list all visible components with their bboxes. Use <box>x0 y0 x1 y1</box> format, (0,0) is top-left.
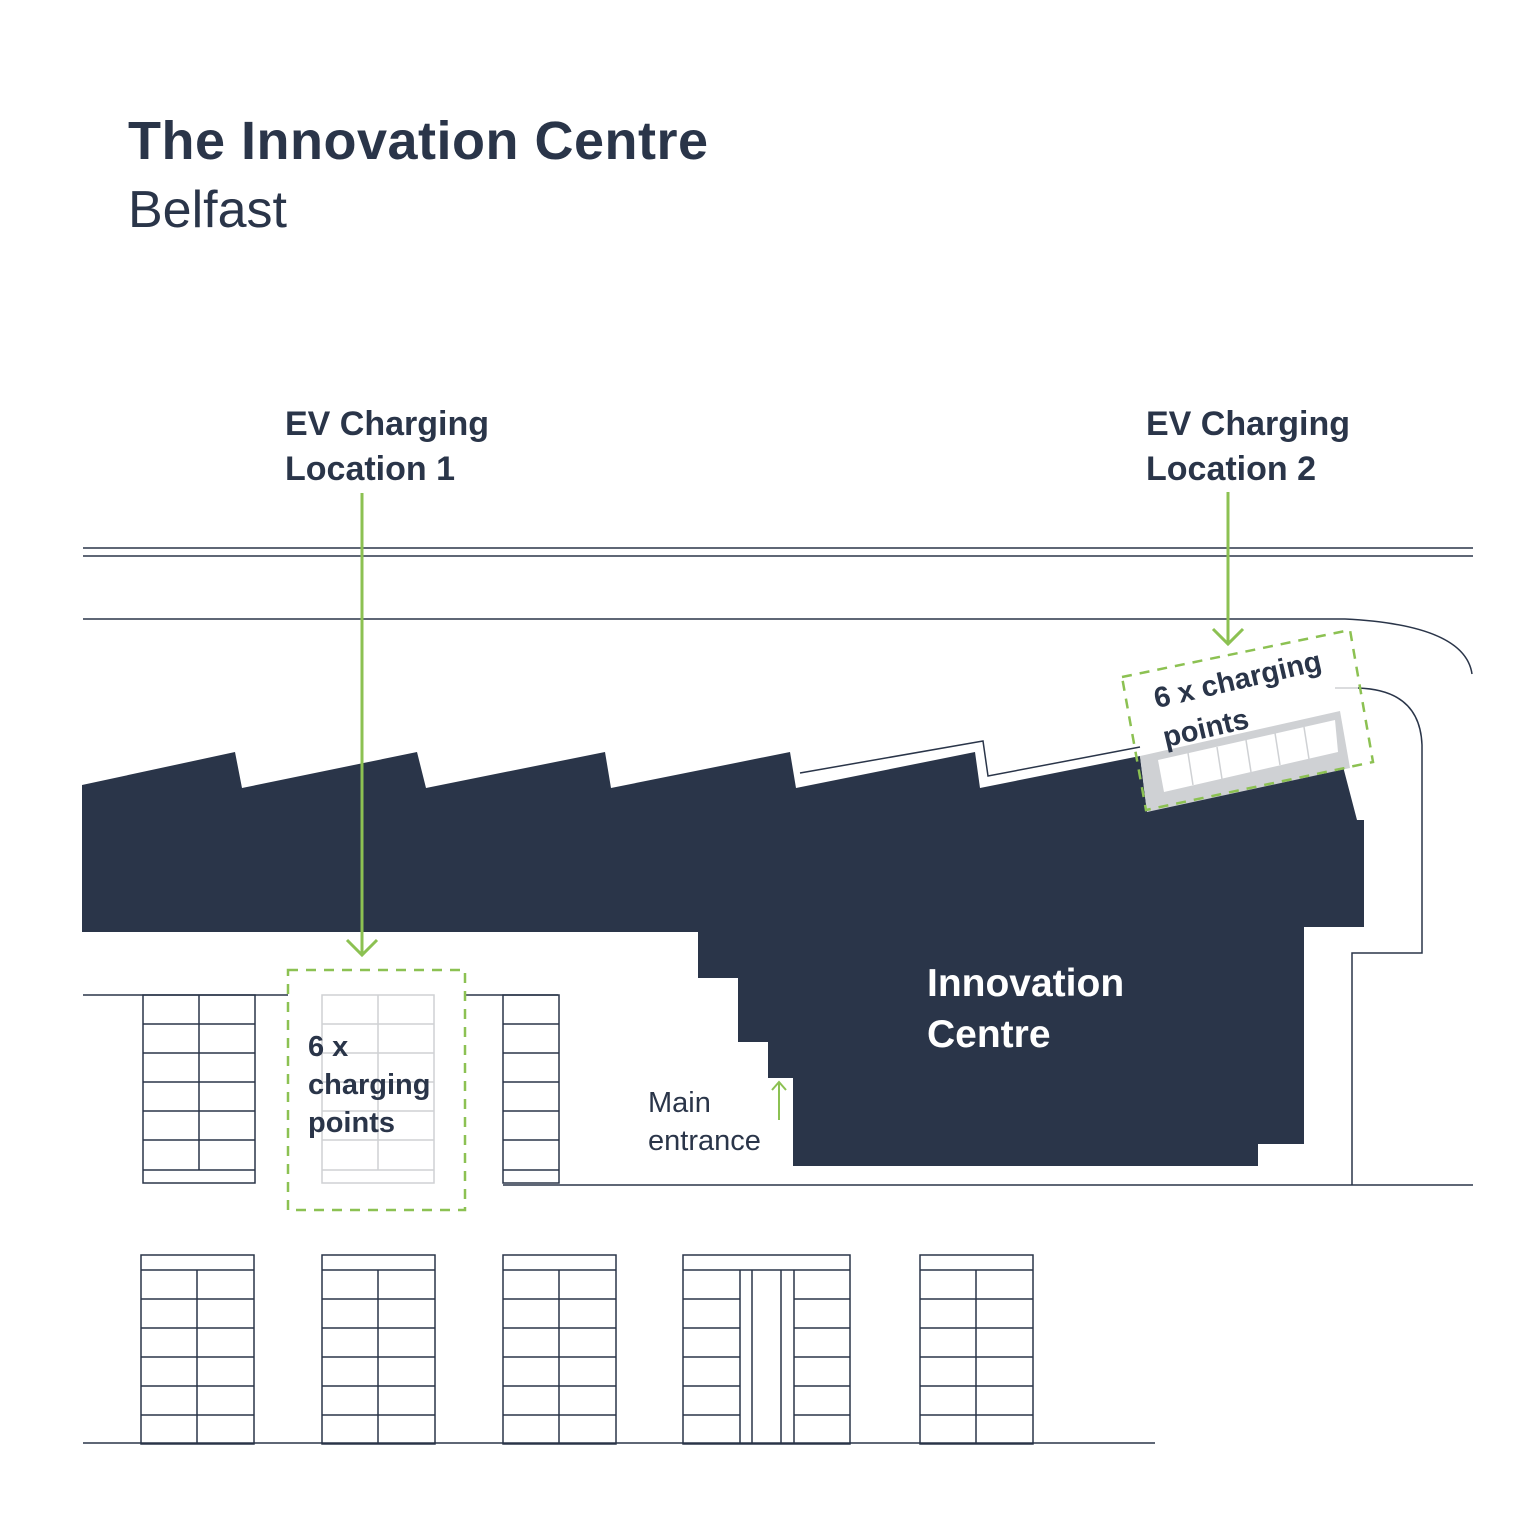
ev-location-1-bays <box>321 994 435 1184</box>
ev-location-2-label-line2: Location 2 <box>1146 450 1317 488</box>
ev-location-1-points-line3: points <box>308 1107 395 1139</box>
ev-location-2-label: EV Charging Location 2 <box>1146 402 1350 492</box>
highlight-zones <box>286 628 1375 1212</box>
ev-location-1-label: EV Charging Location 1 <box>285 402 489 492</box>
main-entrance-line2: entrance <box>648 1125 761 1157</box>
main-entrance-label: Main entrance <box>648 1084 761 1160</box>
ev-location-1-label-line2: Location 1 <box>285 450 456 488</box>
ev-location-1-points-label: 6 x charging points <box>308 1028 430 1142</box>
page-subtitle: Belfast <box>128 181 287 239</box>
ev-location-1-label-line1: EV Charging <box>285 405 490 443</box>
ev-location-1-points-line2: charging <box>308 1069 431 1101</box>
arrow-down-icon <box>1211 492 1245 647</box>
ev-location-1-points-line1: 6 x <box>308 1031 349 1063</box>
ev-location-1-zone <box>286 968 467 1212</box>
ev-location-2-label-line1: EV Charging <box>1146 405 1351 443</box>
ev-location-2-zone <box>1120 628 1375 812</box>
building-label-line1: Innovation <box>927 962 1125 1005</box>
page-title: The Innovation Centre <box>128 111 709 171</box>
ev-location-2-bays <box>1140 687 1358 812</box>
arrow-down-icon <box>345 493 379 958</box>
main-entrance-line1: Main <box>648 1087 711 1119</box>
parking-bays <box>140 994 1034 1445</box>
arrow-up-icon <box>771 1080 787 1120</box>
innovation-centre-building <box>82 752 1364 1166</box>
building-label-line2: Centre <box>927 1013 1051 1056</box>
building-label: Innovation Centre <box>927 958 1124 1060</box>
